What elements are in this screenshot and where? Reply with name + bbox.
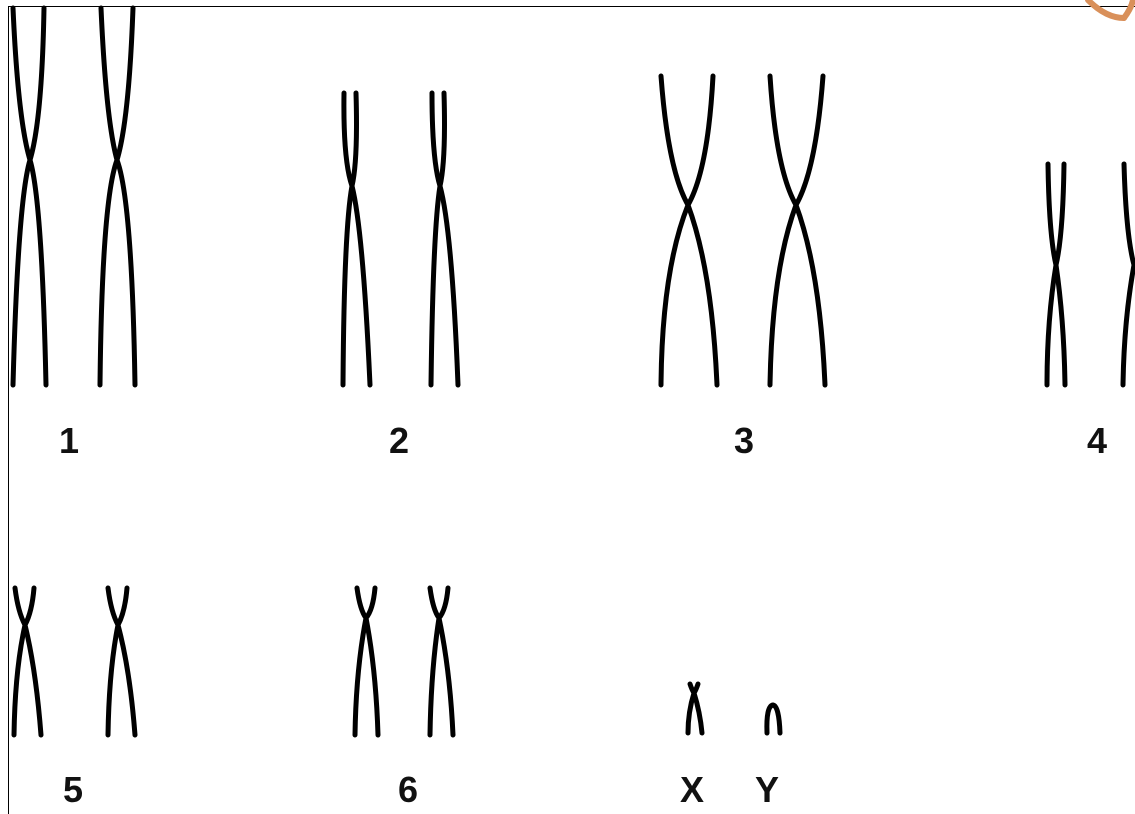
chromosome-x [688, 684, 702, 733]
chromosome-4a [1047, 164, 1065, 385]
chromosome-2b [431, 93, 458, 385]
chromosome-5a [14, 588, 41, 735]
pair-label-x: X [680, 772, 704, 808]
pair-label-5: 5 [63, 772, 83, 808]
chromosome-3b [770, 76, 825, 385]
chromosome-4b [1123, 164, 1134, 385]
pair-label-6: 6 [398, 772, 418, 808]
pair-label-2: 2 [389, 423, 409, 459]
pair-label-y: Y [755, 772, 779, 808]
chromosome-3a [661, 76, 717, 385]
chromosome-1a [13, 8, 46, 385]
chromosome-1b [100, 8, 135, 385]
pair-label-3: 3 [734, 423, 754, 459]
chromosome-5b [108, 588, 135, 735]
chromosome-6b [430, 588, 453, 735]
chromosome-2a [343, 93, 370, 385]
pair-label-4: 4 [1087, 423, 1107, 459]
chromosome-6a [355, 588, 378, 735]
pair-label-1: 1 [59, 423, 79, 459]
chromosome-y [767, 705, 780, 733]
